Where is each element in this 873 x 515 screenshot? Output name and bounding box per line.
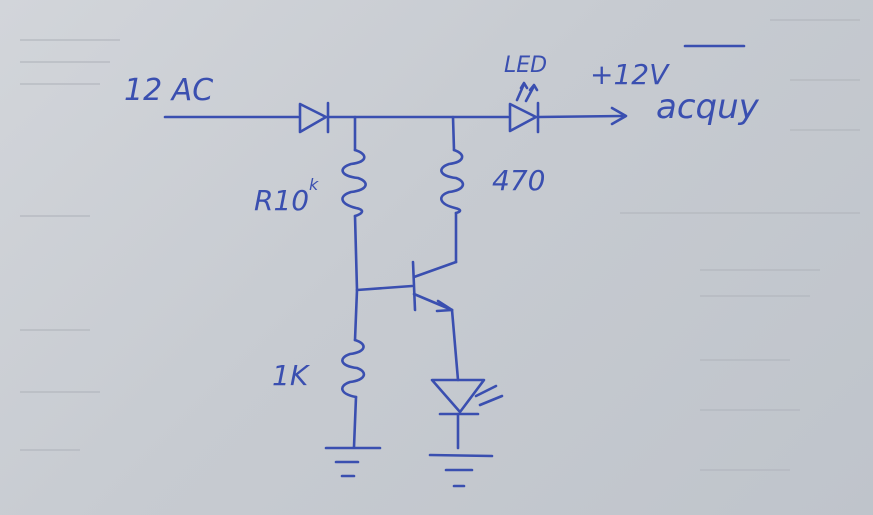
output-target-label: acquy [656,87,760,127]
background-show-through [20,19,860,471]
input-label: 12 AC [124,73,213,108]
led-bottom-symbol [430,378,504,416]
output-wire [536,114,624,119]
npn-transistor [411,260,458,313]
r470-label: 470 [492,164,545,197]
r1k-wire-top [353,288,359,342]
base-wire [355,284,414,292]
ground-right-icon [428,453,494,488]
r470-resistor [440,148,465,215]
r1k-resistor [341,338,366,399]
r1k-label: 1K [272,359,311,392]
emitter-wire [450,308,460,382]
ground-left-icon [324,446,382,478]
r470-wire-top [451,115,456,152]
input-diode [298,101,330,134]
output-arrow [610,106,628,126]
r10k-resistor [341,148,367,218]
led-top-symbol [508,81,540,134]
r10k-label: R10 [254,184,309,217]
r10k-suffix-label: k [309,175,319,194]
led-top-label: LED [504,53,547,78]
r10k-wire-bottom [353,214,359,292]
r1k-wire-bottom [352,395,358,449]
output-voltage-label: +12V [590,58,670,91]
